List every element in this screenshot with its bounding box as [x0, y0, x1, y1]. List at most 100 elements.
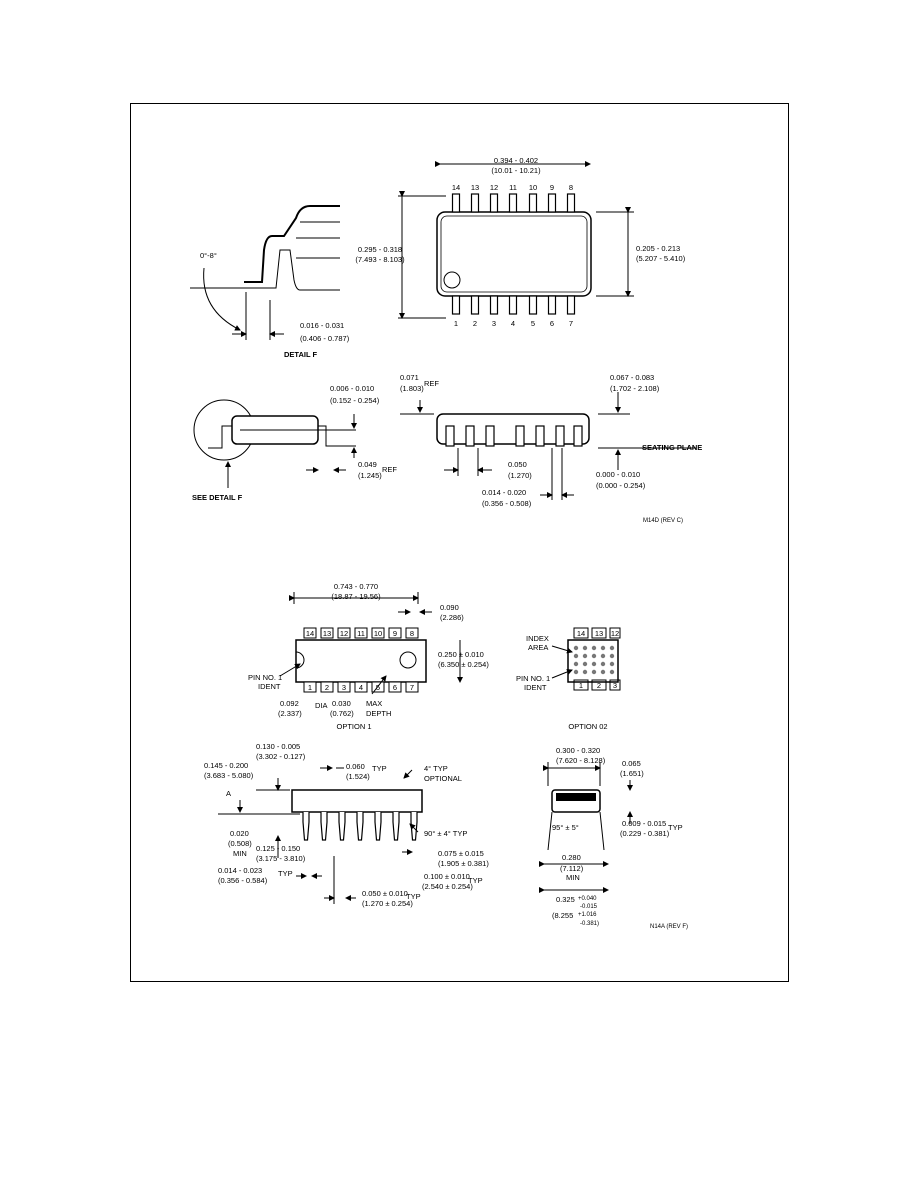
- spacing-dim-mm: (2.540 ± 0.254): [422, 882, 473, 891]
- index-dot: [600, 661, 606, 667]
- spread-minus: -0.015: [580, 904, 598, 910]
- opt2-pin-number: 2: [597, 681, 601, 690]
- soic-lead-top: [489, 193, 499, 213]
- index-dot: [600, 645, 606, 651]
- ref-label-foot: REF: [382, 465, 397, 474]
- dip-pin-number: 9: [393, 629, 397, 638]
- drawing-frame: [130, 103, 789, 982]
- soic-side-lead: [555, 425, 565, 447]
- lead-thickness-mm: (0.152 - 0.254): [330, 396, 380, 405]
- seat-dim: 0.130 - 0.005: [256, 742, 300, 751]
- dip-length-mm: (18.87 - 19.56): [331, 592, 381, 601]
- spread-mm-plus: +1.016: [578, 912, 597, 918]
- lead-w: 0.014 - 0.023: [218, 866, 262, 875]
- soic-lead-top: [547, 193, 557, 213]
- dip-pin-number: 3: [342, 683, 346, 692]
- index-dot: [582, 669, 588, 675]
- dip-pin-box-top: [303, 627, 317, 639]
- pin-number: 7: [569, 319, 573, 328]
- pin-number: 4: [511, 319, 515, 328]
- dip-pin-number: 7: [410, 683, 414, 692]
- lead-angle-dip: 90° ± 4° TYP: [424, 829, 467, 838]
- dip-pin-box-top: [371, 627, 385, 639]
- index-dot: [609, 661, 615, 667]
- t-dim-mm: (1.651): [620, 769, 644, 778]
- dip-pin-box-bottom: [388, 681, 402, 693]
- soic-lead-top: [528, 193, 538, 213]
- lead-len-mm: (3.175 - 3.810): [256, 854, 306, 863]
- spread: 0.325: [556, 895, 575, 904]
- depth-max: MAX: [366, 699, 382, 708]
- seat-dim-mm: (3.302 - 0.127): [256, 752, 306, 761]
- index-dot: [609, 645, 615, 651]
- index-dot: [591, 653, 597, 659]
- pin1-ident-2: IDENT: [258, 682, 281, 691]
- lead-len: 0.125 - 0.150: [256, 844, 300, 853]
- index-dot: [591, 669, 597, 675]
- dip-pin-number: 14: [306, 629, 314, 638]
- width-dim: 0.394 - 0.402: [494, 156, 538, 165]
- soic-lead-bottom: [508, 295, 518, 315]
- dip-pin-box-top: [354, 627, 368, 639]
- opt2-pin-number: 13: [595, 629, 603, 638]
- option-1: OPTION 1: [336, 722, 371, 731]
- dip-side-lead: [392, 812, 400, 841]
- dip-pin-number: 5: [376, 683, 380, 692]
- dip-pin-box-top: [405, 627, 419, 639]
- standoff-mm: (0.000 - 0.254): [596, 481, 646, 490]
- lead-width: 0.014 - 0.020: [482, 488, 526, 497]
- min-dim: 0.020: [230, 829, 249, 838]
- pitch-dip-mm: (1.270 ± 0.254): [362, 899, 413, 908]
- pin-number: 14: [452, 183, 460, 192]
- dip-side-lead: [338, 812, 346, 841]
- soic-lead-top: [470, 193, 480, 213]
- dip-pin-number: 2: [325, 683, 329, 692]
- dip-pin-number: 1: [308, 683, 312, 692]
- pin-number: 13: [471, 183, 479, 192]
- dip-pin-box-bottom: [337, 681, 351, 693]
- standoff: 0.000 - 0.010: [596, 470, 640, 479]
- opt2-pin-number: 1: [579, 681, 583, 690]
- option-2: OPTION 02: [568, 722, 607, 731]
- spacing-typ: TYP: [468, 876, 483, 885]
- ring-typ: TYP: [668, 823, 683, 832]
- foot-dim-mm: (1.245): [358, 471, 382, 480]
- dip-pin-boxes-bottom: 1 2 3 4 5 6 7: [303, 681, 419, 693]
- lead-angle: 0°-8°: [200, 251, 217, 260]
- soic-lead-bottom: [547, 295, 557, 315]
- pin-number: 5: [531, 319, 535, 328]
- min-dim-mm: (0.508): [228, 839, 252, 848]
- ref-label: REF: [424, 379, 439, 388]
- lead-w2: 0.075 ± 0.015: [438, 849, 484, 858]
- index-dot: [600, 653, 606, 659]
- dip-pin-number: 4: [359, 683, 363, 692]
- index-dot: [609, 653, 615, 659]
- pin-number: 1: [454, 319, 458, 328]
- index-area-2: AREA: [528, 643, 548, 652]
- dip-pin-box-top: [320, 627, 334, 639]
- see-detail-f: SEE DETAIL F: [192, 493, 243, 502]
- h-dim: 0.145 - 0.200: [204, 761, 248, 770]
- dip-pin-number: 12: [340, 629, 348, 638]
- index-dot: [573, 653, 579, 659]
- soic-side-lead: [445, 425, 455, 447]
- height-dim: 0.295 - 0.318: [358, 245, 402, 254]
- pin1-dot: [443, 271, 461, 289]
- pin-number: 8: [569, 183, 573, 192]
- dip-width: 0.250 ± 0.010: [438, 650, 484, 659]
- seating-plane: SEATING PLANE: [642, 443, 702, 452]
- ref-071-mm: (1.803): [400, 384, 424, 393]
- dip-pin-number: 6: [393, 683, 397, 692]
- spread-mm: (8.255: [552, 911, 573, 920]
- min280-mm: (7.112): [560, 864, 584, 873]
- depth-dim-mm: (0.762): [330, 709, 354, 718]
- angle-opt: 4° TYP: [424, 764, 448, 773]
- soic-side-lead: [535, 425, 545, 447]
- dip-pin-number: 13: [323, 629, 331, 638]
- soic-lead-top: [451, 193, 461, 213]
- dip-pin-box-top: [337, 627, 351, 639]
